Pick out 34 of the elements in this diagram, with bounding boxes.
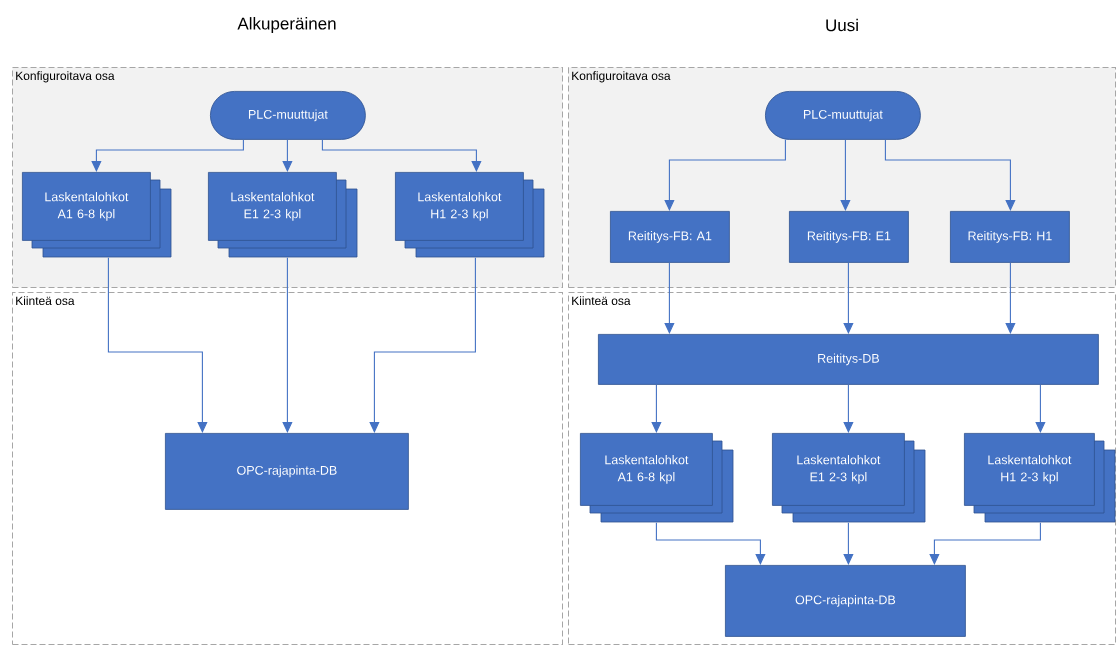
process-box: Reititys-FB: A1	[610, 211, 730, 263]
process-box: Reititys-FB: E1	[789, 211, 909, 263]
arrow	[1005, 262, 1016, 334]
stacked-boxes: Laskentalohkot E1 2-3 kpl	[208, 172, 358, 258]
rounded-box: PLC-muuttujat	[765, 91, 921, 140]
arrow	[664, 262, 675, 334]
arrow	[369, 257, 476, 433]
arrow	[282, 257, 293, 433]
arrow	[655, 522, 766, 565]
arrow	[843, 262, 854, 334]
arrow	[843, 384, 854, 433]
heading: Uusi	[826, 18, 858, 32]
arrow	[282, 139, 293, 172]
arrow	[884, 139, 1016, 211]
arrow	[107, 257, 208, 433]
process-box: OPC-rajapinta-DB	[165, 433, 409, 510]
arrow	[321, 139, 482, 172]
process-box: OPC-rajapinta-DB	[725, 565, 966, 637]
stacked-boxes: Laskentalohkot E1 2-3 kpl	[772, 433, 926, 523]
stacked-boxes: Laskentalohkot H1 2-3 kpl	[964, 433, 1116, 523]
process-box: Reititys-FB: H1	[950, 211, 1070, 263]
heading: Alkuperäinen	[237, 17, 336, 33]
arrow	[1035, 384, 1046, 433]
stacked-boxes: Laskentalohkot A1 6-8 kpl	[580, 433, 734, 523]
stacked-boxes: Laskentalohkot A1 6-8 kpl	[22, 172, 172, 258]
process-box: Reititys-DB	[598, 334, 1099, 385]
arrow	[843, 522, 854, 565]
arrow	[664, 139, 786, 211]
rounded-box: PLC-muuttujat	[210, 91, 366, 140]
arrow	[929, 522, 1041, 565]
arrow	[651, 384, 662, 433]
stacked-boxes: Laskentalohkot H1 2-3 kpl	[395, 172, 545, 258]
arrow	[840, 139, 851, 211]
arrow	[91, 139, 244, 172]
